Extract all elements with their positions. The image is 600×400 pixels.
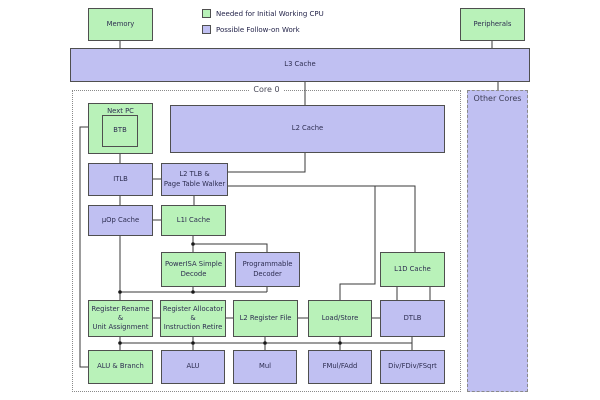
node-btb: BTB bbox=[102, 115, 138, 147]
node-fmul-fadd: FMul/FAdd bbox=[308, 350, 372, 384]
node-dtlb: DTLB bbox=[380, 300, 445, 337]
node-load-store: Load/Store bbox=[308, 300, 372, 337]
node-itlb: ITLB bbox=[88, 163, 153, 196]
legend-swatch-purple-icon bbox=[202, 25, 211, 34]
node-div-fdiv-fsqrt: Div/FDiv/FSqrt bbox=[380, 350, 445, 384]
node-powerisa-simple-decode: PowerISA Simple Decode bbox=[161, 252, 226, 287]
node-l2-cache: L2 Cache bbox=[170, 105, 445, 153]
other-cores-label: Other Cores bbox=[473, 94, 522, 103]
node-alu-branch: ALU & Branch bbox=[88, 350, 153, 384]
node-l1i-cache: L1I Cache bbox=[161, 205, 226, 236]
legend-label: Possible Follow-on Work bbox=[216, 25, 300, 34]
core0-label: Core 0 bbox=[249, 85, 284, 94]
node-register-rename: Register Rename & Unit Assignment bbox=[88, 300, 153, 337]
legend-label: Needed for Initial Working CPU bbox=[216, 9, 324, 18]
other-cores-block: Other Cores bbox=[467, 90, 528, 392]
core0-container: Core 0 bbox=[72, 85, 461, 392]
node-l3-cache: L3 Cache bbox=[70, 48, 530, 82]
node-uop-cache: μOp Cache bbox=[88, 205, 153, 236]
node-alu: ALU bbox=[161, 350, 225, 384]
legend-swatch-green-icon bbox=[202, 9, 211, 18]
legend-item-initial-cpu: Needed for Initial Working CPU bbox=[202, 9, 324, 18]
legend-item-follow-on: Possible Follow-on Work bbox=[202, 25, 300, 34]
node-mul: Mul bbox=[233, 350, 297, 384]
node-programmable-decoder: Programmable Decoder bbox=[235, 252, 300, 287]
node-l2-register-file: L2 Register File bbox=[233, 300, 298, 337]
node-memory: Memory bbox=[88, 8, 153, 41]
node-l1d-cache: L1D Cache bbox=[380, 252, 445, 287]
node-register-allocator: Register Allocator & Instruction Retire bbox=[160, 300, 226, 337]
node-peripherals: Peripherals bbox=[460, 8, 525, 41]
node-l2-tlb: L2 TLB & Page Table Walker bbox=[161, 163, 228, 196]
